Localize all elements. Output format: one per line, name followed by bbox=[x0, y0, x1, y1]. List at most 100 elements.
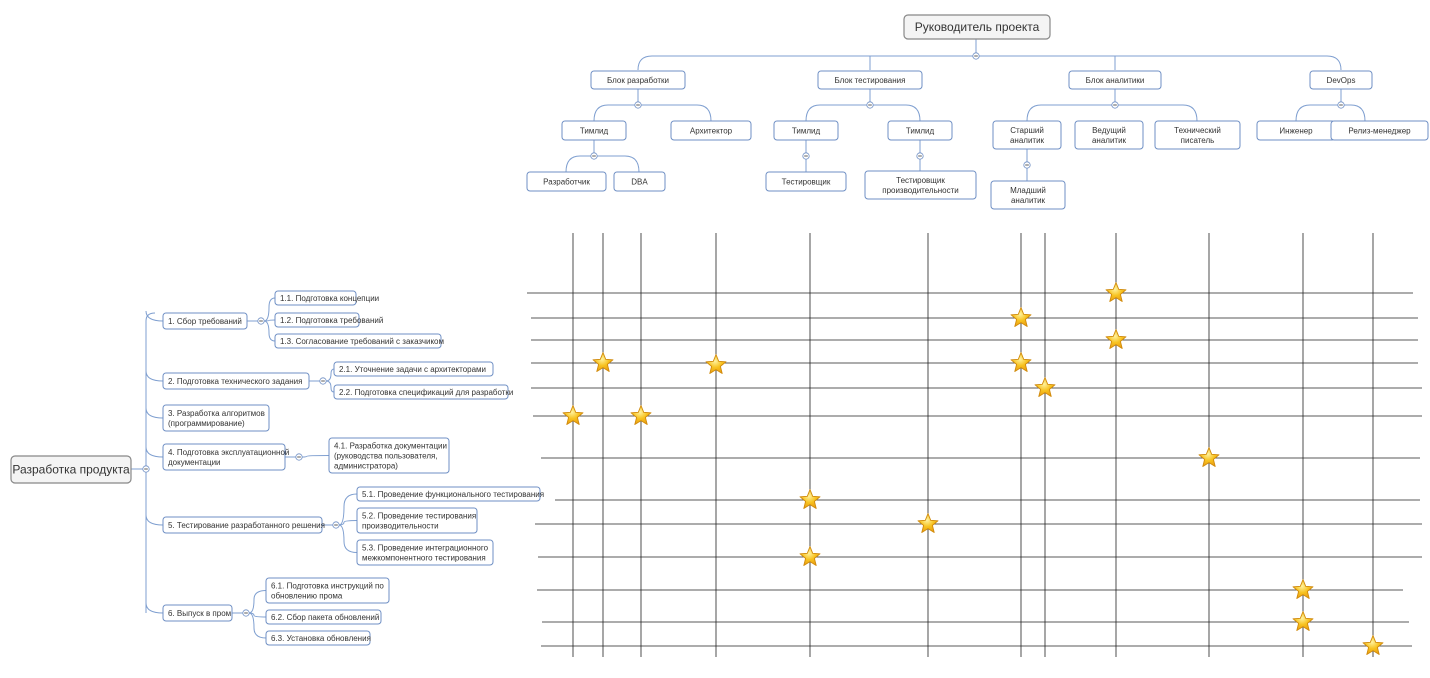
role-teamlead-test-1[interactable]: Тимлид bbox=[773, 120, 839, 141]
wbs-subtask-5-3-label: 5.3. Проведение интеграционного bbox=[362, 543, 489, 552]
teamlead-test-1-collapse-icon[interactable] bbox=[802, 152, 810, 160]
wbs-subtask-1-1-label: 1.1. Подготовка концепции bbox=[280, 294, 379, 303]
role-performance-tester-label: Тестировщик bbox=[896, 176, 945, 185]
wbs-subtask-5-1[interactable]: 5.1. Проведение функционального тестиров… bbox=[356, 486, 544, 502]
wbs-subtask-6-3[interactable]: 6.3. Установка обновления bbox=[265, 630, 371, 646]
role-tester[interactable]: Тестировщик bbox=[765, 171, 847, 192]
wbs-subtask-1-3[interactable]: 1.3. Согласование требований с заказчико… bbox=[274, 333, 444, 349]
role-teamlead-test-2[interactable]: Тимлид bbox=[887, 120, 953, 141]
block-devops-collapse-icon[interactable] bbox=[1337, 101, 1345, 109]
role-senior-analyst-label: аналитик bbox=[1010, 136, 1045, 145]
role-tester-label: Тестировщик bbox=[782, 177, 831, 186]
role-dba[interactable]: DBA bbox=[613, 171, 666, 192]
wbs-task-1-collapse-icon[interactable] bbox=[257, 317, 265, 325]
wbs-subtask-1-2-label: 1.2. Подготовка требований bbox=[280, 316, 383, 325]
responsibility-matrix-grid bbox=[527, 233, 1422, 657]
wbs-subtask-6-1[interactable]: 6.1. Подготовка инструкций пообновлению … bbox=[265, 577, 390, 604]
wbs-task-4[interactable]: 4. Подготовка эксплуатационнойдокументац… bbox=[162, 443, 289, 471]
star-icon bbox=[799, 546, 821, 566]
role-junior-analyst-label: Младший bbox=[1010, 186, 1046, 195]
role-developer[interactable]: Разработчик bbox=[526, 171, 607, 192]
wbs-subtask-5-1-label: 5.1. Проведение функционального тестиров… bbox=[362, 490, 544, 499]
wbs-root-node-label: Разработка продукта bbox=[12, 463, 130, 477]
wbs-task-4-label: документации bbox=[168, 458, 221, 467]
role-engineer-label: Инженер bbox=[1279, 126, 1313, 135]
block-dev[interactable]: Блок разработки bbox=[590, 70, 686, 90]
star-icon bbox=[917, 513, 939, 533]
role-release-manager[interactable]: Релиз-менеджер bbox=[1330, 120, 1429, 141]
wbs-subtask-4-1[interactable]: 4.1. Разработка документации(руководства… bbox=[328, 437, 450, 474]
wbs-root-collapse-icon[interactable] bbox=[142, 465, 150, 473]
role-teamlead-dev[interactable]: Тимлид bbox=[561, 120, 627, 141]
block-dev-label: Блок разработки bbox=[607, 76, 669, 85]
star-icon bbox=[705, 354, 727, 374]
star-icon bbox=[1198, 447, 1220, 467]
block-analytics[interactable]: Блок аналитики bbox=[1068, 70, 1162, 90]
senior-analyst-collapse-icon[interactable] bbox=[1023, 161, 1031, 169]
wbs-subtask-5-2-label: производительности bbox=[362, 521, 439, 530]
wbs-subtask-4-1-label: (руководства пользователя, bbox=[334, 451, 438, 460]
role-technical-writer-label: Технический bbox=[1174, 126, 1221, 135]
role-technical-writer-label: писатель bbox=[1181, 136, 1215, 145]
responsibility-markers bbox=[562, 282, 1384, 655]
wbs-subtask-6-2[interactable]: 6.2. Сбор пакета обновлений bbox=[265, 609, 382, 625]
wbs-subtask-1-1[interactable]: 1.1. Подготовка концепции bbox=[274, 290, 379, 306]
wbs-subtask-2-2-label: 2.2. Подготовка спецификаций для разрабо… bbox=[339, 388, 513, 397]
wbs-subtask-1-3-label: 1.3. Согласование требований с заказчико… bbox=[280, 337, 444, 346]
block-devops[interactable]: DevOps bbox=[1309, 70, 1373, 90]
teamlead-dev-collapse-icon[interactable] bbox=[590, 152, 598, 160]
block-test[interactable]: Блок тестирования bbox=[817, 70, 923, 90]
star-icon bbox=[1105, 282, 1127, 302]
org-root-collapse-icon[interactable] bbox=[972, 52, 980, 60]
role-lead-analyst-label: Ведущий bbox=[1092, 126, 1126, 135]
wbs-task-2[interactable]: 2. Подготовка технического задания bbox=[162, 372, 310, 390]
org-root-node-label: Руководитель проекта bbox=[915, 20, 1040, 34]
wbs-subtask-5-3-label: межкомпонентного тестирования bbox=[362, 553, 486, 562]
wbs-subtask-5-2[interactable]: 5.2. Проведение тестированияпроизводител… bbox=[356, 507, 478, 534]
block-dev-collapse-icon[interactable] bbox=[634, 101, 642, 109]
wbs-task-2-collapse-icon[interactable] bbox=[319, 377, 327, 385]
wbs-subtask-5-3[interactable]: 5.3. Проведение интеграционногомежкомпон… bbox=[356, 539, 494, 566]
wbs-task-3[interactable]: 3. Разработка алгоритмов(программировани… bbox=[162, 404, 270, 432]
wbs-task-6[interactable]: 6. Выпуск в пром bbox=[162, 604, 233, 622]
wbs-task-3-label: 3. Разработка алгоритмов bbox=[168, 409, 265, 418]
wbs-subtask-6-1-label: 6.1. Подготовка инструкций по bbox=[271, 581, 384, 590]
role-junior-analyst-label: аналитик bbox=[1011, 196, 1046, 205]
role-architect[interactable]: Архитектор bbox=[670, 120, 752, 141]
wbs-subtask-2-2[interactable]: 2.2. Подготовка спецификаций для разрабо… bbox=[333, 384, 513, 400]
role-teamlead-test-2-label: Тимлид bbox=[906, 126, 935, 135]
wbs-subtask-4-1-label: 4.1. Разработка документации bbox=[334, 441, 447, 450]
wbs-task-5[interactable]: 5. Тестирование разработанного решения bbox=[162, 516, 325, 534]
role-release-manager-label: Релиз-менеджер bbox=[1348, 126, 1411, 135]
star-icon bbox=[1034, 377, 1056, 397]
wbs-task-5-collapse-icon[interactable] bbox=[332, 521, 340, 529]
wbs-subtask-2-1[interactable]: 2.1. Уточнение задачи с архитекторами bbox=[333, 361, 494, 377]
role-architect-label: Архитектор bbox=[690, 126, 733, 135]
star-icon bbox=[592, 352, 614, 372]
wbs-subtask-1-2[interactable]: 1.2. Подготовка требований bbox=[274, 312, 383, 328]
role-dba-label: DBA bbox=[631, 177, 648, 186]
star-icon bbox=[1292, 611, 1314, 631]
block-analytics-collapse-icon[interactable] bbox=[1111, 101, 1119, 109]
wbs-root-node[interactable]: Разработка продукта bbox=[10, 455, 132, 484]
wbs-task-1[interactable]: 1. Сбор требований bbox=[162, 312, 248, 330]
wbs-task-4-collapse-icon[interactable] bbox=[295, 453, 303, 461]
wbs-task-2-label: 2. Подготовка технического задания bbox=[168, 377, 302, 386]
wbs-task-6-collapse-icon[interactable] bbox=[242, 609, 250, 617]
wbs-subtask-6-2-label: 6.2. Сбор пакета обновлений bbox=[271, 613, 379, 622]
wbs-subtask-6-1-label: обновлению прома bbox=[271, 591, 343, 600]
teamlead-test-2-collapse-icon[interactable] bbox=[916, 152, 924, 160]
star-icon bbox=[1010, 352, 1032, 372]
wbs-task-4-label: 4. Подготовка эксплуатационной bbox=[168, 448, 289, 457]
wbs-task-1-label: 1. Сбор требований bbox=[168, 317, 242, 326]
org-root-node[interactable]: Руководитель проекта bbox=[903, 14, 1051, 40]
role-lead-analyst-label: аналитик bbox=[1092, 136, 1127, 145]
role-engineer[interactable]: Инженер bbox=[1256, 120, 1336, 141]
block-test-collapse-icon[interactable] bbox=[866, 101, 874, 109]
